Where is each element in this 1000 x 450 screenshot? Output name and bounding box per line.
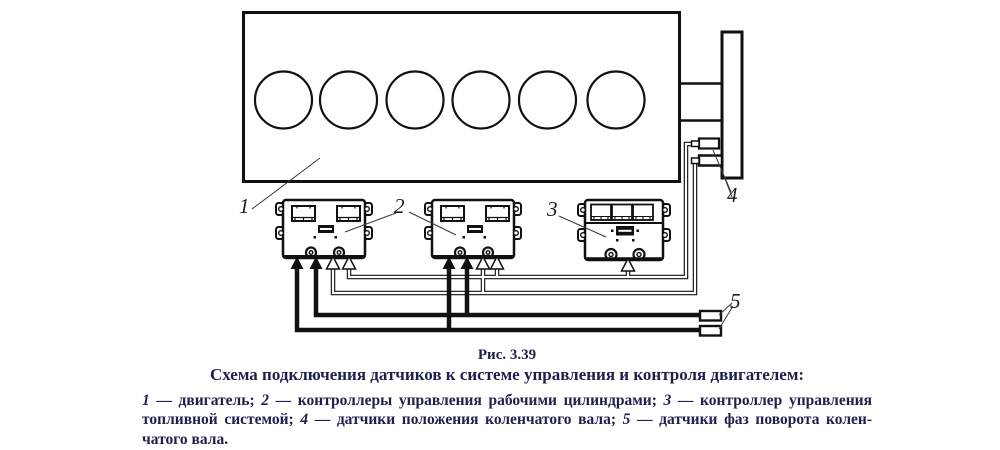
legend-text: — контроллер управления [671, 392, 872, 409]
cylinder-3 [385, 70, 445, 130]
legend-line-1: 1 — двигатель; 2 — контроллеры управлени… [142, 391, 872, 410]
figure-number: Рис. 3.39 [477, 347, 537, 363]
callout-leaders [251, 149, 734, 330]
controller-2 [423, 198, 523, 260]
figure-title: Схема подключения датчиков к системе упр… [209, 365, 805, 384]
cylinder-5 [517, 70, 578, 130]
crankshaft-sensor-1 [697, 137, 721, 150]
controller-1 [274, 198, 374, 260]
callout-crankshaft-sensors: 4 [727, 183, 738, 207]
wire-arrowheads [290, 254, 636, 272]
callout-engine: 1 [239, 194, 250, 218]
cylinder-1 [253, 70, 314, 130]
legend-text: топливной системой; [142, 411, 301, 429]
controller-3 [576, 198, 672, 262]
legend-text: чатого вала. [142, 430, 229, 448]
legend-num: 2 [261, 392, 270, 409]
callout-fuel-controller: 3 [546, 197, 558, 221]
phase-sensors [698, 309, 723, 337]
legend-text: — двигатель; [149, 392, 262, 409]
legend-num: 5 [622, 411, 631, 429]
engine-block [242, 11, 681, 183]
legend-text: — контроллеры управления рабочими цилинд… [269, 392, 664, 409]
legend-text: — датчики положения коленчатого вала; [308, 411, 623, 429]
callout-numbers: 1 2 3 4 5 [239, 183, 741, 313]
sensor5-wires [294, 268, 700, 333]
callout-phase-sensors: 5 [730, 289, 741, 313]
sensor4-wires [330, 141, 698, 296]
crankshaft-shaft [680, 82, 722, 122]
callout-cylinder-controllers: 2 [394, 194, 405, 218]
crankshaft-position-sensors [690, 137, 724, 167]
legend-num: 3 [663, 392, 672, 409]
cylinder-4 [451, 70, 511, 130]
phase-sensor-1 [698, 309, 723, 322]
flywheel [720, 30, 744, 180]
legend-line-2: топливной системой; 4 — датчики положени… [142, 410, 872, 429]
legend-text: — датчики фаз поворота колен- [630, 411, 872, 429]
phase-sensor-2 [698, 324, 723, 337]
legend-num: 4 [300, 411, 309, 429]
legend-line-3: чатого вала. [142, 430, 872, 449]
legend-num: 1 [142, 392, 150, 409]
cylinder-6 [586, 70, 646, 130]
figure-legend: 1 — двигатель; 2 — контроллеры управлени… [142, 391, 872, 449]
cylinder-2 [318, 70, 379, 130]
